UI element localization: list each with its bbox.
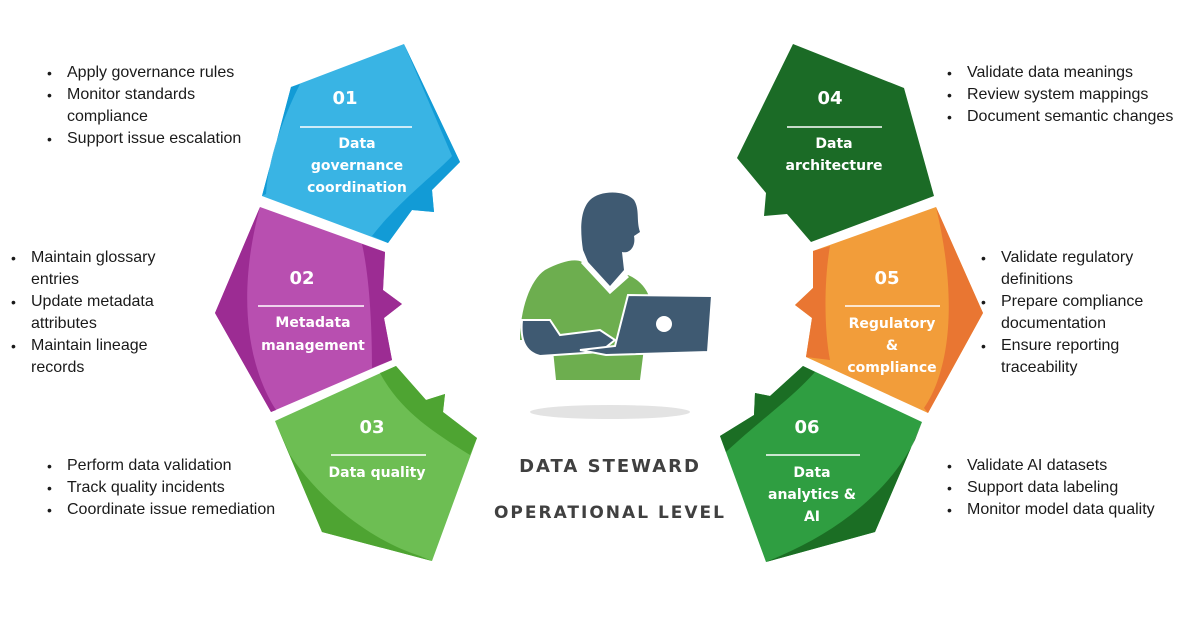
bullet-item: Track quality incidents bbox=[47, 477, 277, 499]
svg-text:coordination: coordination bbox=[307, 180, 407, 196]
segment-05-regulatory-compliance: 05 Regulatory & compliance bbox=[795, 207, 983, 413]
svg-text:05: 05 bbox=[874, 268, 899, 289]
bullet-item: Apply governance rules bbox=[47, 62, 267, 84]
bullets-segment-03: Perform data validation Track quality in… bbox=[47, 455, 277, 521]
person-with-laptop-icon bbox=[520, 192, 714, 419]
bullets-segment-02: Maintain glossary entries Update metadat… bbox=[11, 247, 191, 379]
bullet-item: Monitor model data quality bbox=[947, 499, 1167, 521]
svg-text:Regulatory: Regulatory bbox=[849, 316, 936, 332]
svg-text:Data: Data bbox=[815, 136, 852, 152]
segment-06-analytics-ai: 06 Data analytics & AI bbox=[720, 366, 922, 562]
svg-text:02: 02 bbox=[289, 268, 314, 289]
segment-04-data-architecture: 04 Data architecture bbox=[737, 44, 934, 242]
segment-01-data-governance: 01 Data governance coordination bbox=[262, 44, 460, 243]
bullet-item: Monitor standards compliance bbox=[47, 84, 267, 128]
svg-text:Data: Data bbox=[338, 136, 375, 152]
bullet-item: Maintain glossary entries bbox=[11, 247, 191, 291]
diagram-subtitle: OPERATIONAL LEVEL bbox=[493, 503, 726, 523]
bullet-item: Validate data meanings bbox=[947, 62, 1177, 84]
bullet-item: Maintain lineage records bbox=[11, 335, 191, 379]
svg-text:architecture: architecture bbox=[786, 158, 883, 174]
svg-text:compliance: compliance bbox=[847, 360, 936, 376]
segment-02-metadata-management: 02 Metadata management bbox=[215, 207, 402, 412]
bullet-item: Coordinate issue remediation bbox=[47, 499, 277, 521]
svg-text:AI: AI bbox=[804, 509, 820, 525]
diagram-title: DATA STEWARD bbox=[519, 456, 701, 477]
svg-text:06: 06 bbox=[794, 417, 819, 438]
segment-03-data-quality: 03 Data quality bbox=[275, 366, 477, 561]
svg-text:Metadata: Metadata bbox=[275, 315, 350, 331]
bullet-item: Validate regulatory definitions bbox=[981, 247, 1181, 291]
bullet-item: Ensure reporting traceability bbox=[981, 335, 1181, 379]
bullet-item: Document semantic changes bbox=[947, 106, 1177, 128]
bullet-item: Prepare compliance documentation bbox=[981, 291, 1181, 335]
svg-text:analytics &: analytics & bbox=[768, 487, 856, 503]
svg-text:management: management bbox=[261, 338, 365, 354]
svg-text:04: 04 bbox=[817, 88, 842, 109]
bullet-item: Perform data validation bbox=[47, 455, 277, 477]
bullets-segment-06: Validate AI datasets Support data labeli… bbox=[947, 455, 1167, 521]
svg-text:&: & bbox=[886, 338, 898, 354]
svg-text:governance: governance bbox=[311, 158, 403, 174]
bullets-segment-01: Apply governance rules Monitor standards… bbox=[47, 62, 267, 150]
bullet-item: Update metadata attributes bbox=[11, 291, 191, 335]
bullet-item: Review system mappings bbox=[947, 84, 1177, 106]
svg-text:Data: Data bbox=[793, 465, 830, 481]
bullet-item: Support issue escalation bbox=[47, 128, 267, 150]
svg-text:Data quality: Data quality bbox=[329, 465, 426, 481]
bullets-segment-04: Validate data meanings Review system map… bbox=[947, 62, 1177, 128]
bullet-item: Support data labeling bbox=[947, 477, 1167, 499]
svg-text:01: 01 bbox=[332, 88, 357, 109]
bullets-segment-05: Validate regulatory definitions Prepare … bbox=[981, 247, 1181, 379]
bullet-item: Validate AI datasets bbox=[947, 455, 1167, 477]
svg-text:03: 03 bbox=[359, 417, 384, 438]
